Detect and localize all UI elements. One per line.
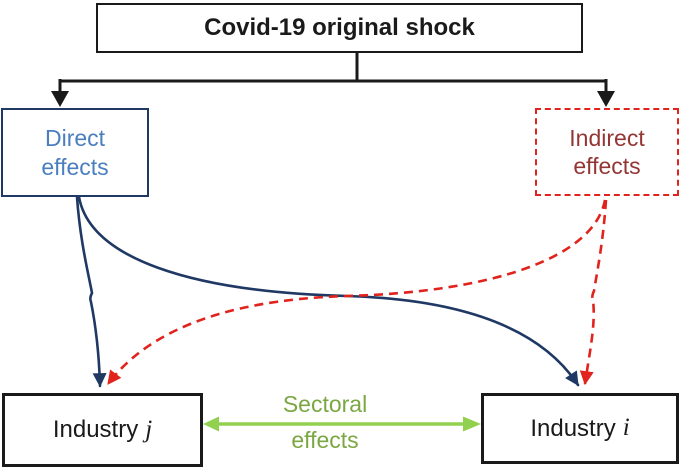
indirect-to-industry-i-arrow [579, 199, 608, 386]
sectoral-effects-label-line1: Sectoral [282, 391, 368, 417]
sectoral-arrowhead-left-icon [203, 416, 219, 432]
indirect-effects-node: Indirect effects [535, 108, 679, 196]
industry-i-node: Industry i [481, 393, 679, 464]
root-node-label: Covid-19 original shock [204, 14, 475, 42]
indirect-to-industry-j-arrow [106, 199, 607, 385]
root-branch-connector [51, 53, 615, 107]
direct-effects-label-line2: effects [41, 153, 109, 180]
industry-j-label: Industry [52, 416, 139, 444]
industry-j-variable: j [145, 415, 153, 443]
direct-effects-node: Direct effects [1, 108, 149, 197]
industry-i-variable: i [622, 414, 630, 442]
sectoral-effects-label-line2: effects [291, 427, 359, 453]
root-node-covid-shock: Covid-19 original shock [96, 3, 583, 53]
direct-effects-label-line1: Direct [44, 125, 106, 152]
indirect-effects-label-line2: effects [573, 153, 641, 179]
sectoral-arrowhead-right-icon [463, 416, 481, 432]
industry-i-label: Industry [530, 414, 616, 442]
branch-arrowhead-right-icon [597, 91, 615, 107]
branch-arrowhead-left-icon [51, 91, 69, 107]
indirect-effects-label-line1: Indirect [569, 124, 645, 151]
root-branch-lines [58, 53, 608, 92]
direct-to-industry-i-arrow [77, 195, 580, 387]
industry-j-node: Industry j [2, 393, 203, 467]
direct-to-industry-j-arrow [75, 195, 107, 388]
